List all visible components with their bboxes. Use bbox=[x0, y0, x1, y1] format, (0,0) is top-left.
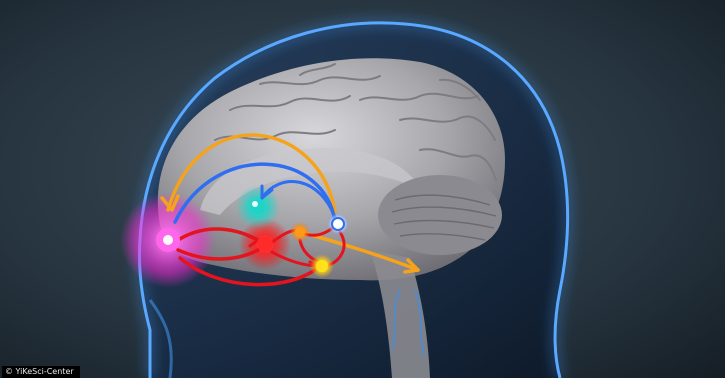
cyan-node bbox=[250, 199, 266, 215]
orange-node bbox=[295, 227, 305, 237]
red-node bbox=[257, 236, 273, 252]
yellow-node bbox=[316, 260, 328, 272]
credit-watermark: © YiKeSci-Center bbox=[2, 366, 80, 378]
white-node bbox=[332, 218, 344, 230]
